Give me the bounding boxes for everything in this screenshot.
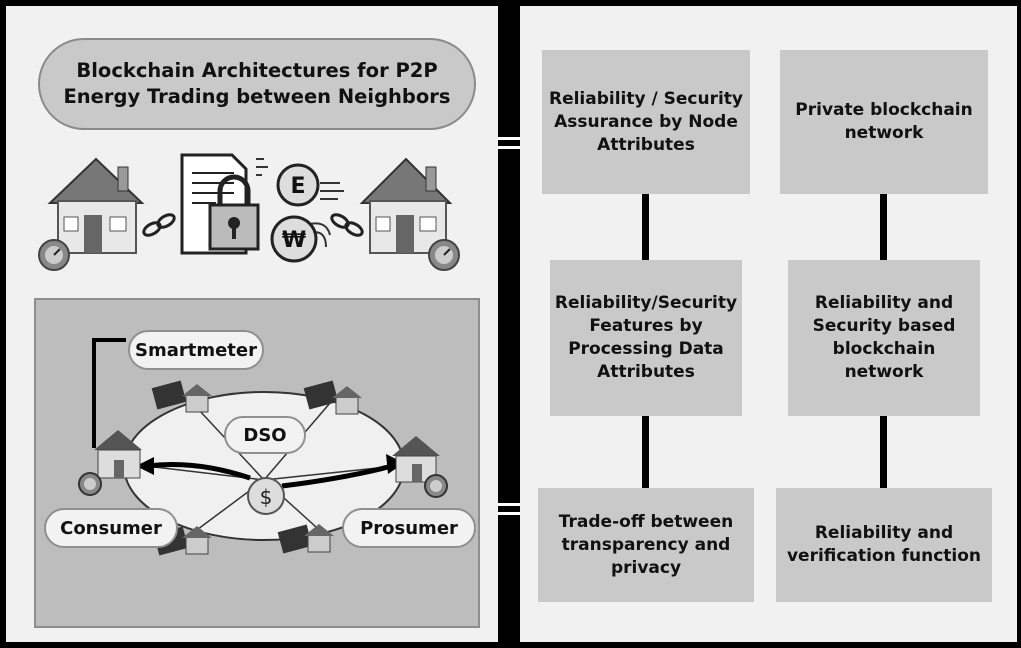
solar-house-icon [303,380,362,415]
prosumer-meter-icon [424,474,448,498]
right-panel: Reliability / Security Assurance by Node… [520,6,1017,642]
left-meter-icon [38,239,70,271]
feature-text: Private blockchain network [795,100,973,143]
connector-line [880,416,887,488]
title-line-2: Energy Trading between Neighbors [63,85,451,108]
consumer-house-icon [94,430,142,479]
p2p-network-diagram: $ Smartmeter DSO Consumer Prosumer [34,298,480,628]
right-meter-icon [428,239,460,271]
feature-box-verification: Reliability and verification function [776,488,992,602]
diagram-title: Blockchain Architectures for P2P Energy … [38,38,476,130]
consumer-label: Consumer [44,508,178,548]
feature-text: Reliability and verification function [786,523,982,566]
connector-line [642,194,649,260]
feature-box-private-blockchain: Private blockchain network [780,50,988,194]
feature-box-node-attributes: Reliability / Security Assurance by Node… [542,50,750,194]
panel-link-top [498,134,520,152]
smartmeter-label: Smartmeter [128,330,264,370]
feature-text: Trade-off between transparency and priva… [558,511,734,578]
left-panel: Blockchain Architectures for P2P Energy … [6,6,498,642]
left-house-icon [47,157,145,254]
coin-e-text: E [290,174,305,199]
consumer-meter-icon [78,472,102,496]
solar-house-icon [277,524,334,554]
currency-coin-icon: $ [247,477,285,515]
dso-label: DSO [224,416,306,454]
currency-symbol: $ [260,485,273,509]
connector-line [642,416,649,488]
left-chain-icon [142,213,176,237]
energy-coin-icon: E [276,163,320,207]
won-coin-icon: ₩ [270,215,318,263]
prosumer-label: Prosumer [342,508,476,548]
network-graphics: $ [78,338,448,556]
right-house-icon [359,157,453,254]
feature-box-tradeoff: Trade-off between transparency and priva… [538,488,754,602]
title-line-1: Blockchain Architectures for P2P [76,59,438,82]
feature-box-security-network: Reliability and Security based blockchai… [788,260,980,416]
feature-text: Reliability and Security based blockchai… [812,293,956,382]
coin-won-text: ₩ [282,228,306,253]
right-chain-icon [330,213,364,237]
feature-box-data-attributes: Reliability/Security Features by Process… [550,260,742,416]
connector-line [880,194,887,260]
feature-text: Reliability/Security Features by Process… [554,293,738,382]
document-lock-icon [180,153,260,255]
panel-link-bottom [498,500,520,518]
trading-illustration: E ₩ [38,153,460,271]
solar-house-icon [151,380,212,413]
feature-text: Reliability / Security Assurance by Node… [548,88,744,155]
